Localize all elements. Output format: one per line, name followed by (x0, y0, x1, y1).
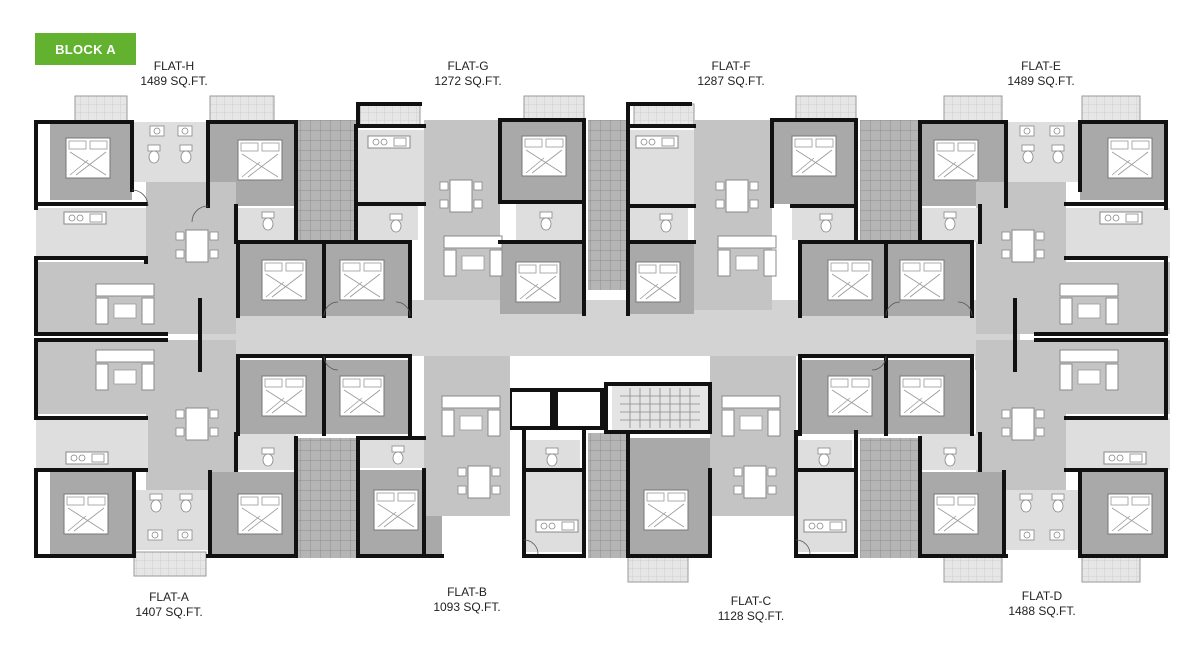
flat-f (628, 95, 857, 314)
shaft-nw (297, 120, 357, 240)
flat-c-area: 1128 SQ.FT. (717, 609, 785, 623)
flat-f-area: 1287 SQ.FT. (697, 74, 765, 88)
flat-d-label: FLAT-D 1488 SQ.FT. (977, 589, 1107, 619)
flat-e-area: 1489 SQ.FT. (1007, 74, 1075, 88)
walls (34, 102, 1168, 558)
flat-c (627, 356, 854, 583)
flat-g-label: FLAT-G 1272 SQ.FT. (403, 59, 533, 89)
flat-d-name: FLAT-D (1021, 589, 1063, 603)
shaft-n-center (588, 120, 626, 290)
flat-b (358, 356, 582, 556)
flat-f-name: FLAT-F (711, 59, 751, 73)
flat-b-area: 1093 SQ.FT. (433, 600, 501, 614)
flat-g-area: 1272 SQ.FT. (434, 74, 502, 88)
block-label-badge: BLOCK A (35, 33, 136, 65)
south-bedrooms-west (238, 360, 410, 434)
flat-g-name: FLAT-G (447, 59, 489, 73)
south-bedrooms-east (800, 360, 972, 434)
lift-1 (508, 388, 554, 430)
flat-f-label: FLAT-F 1287 SQ.FT. (666, 59, 796, 89)
flat-e (920, 95, 1170, 334)
flat-a (36, 340, 296, 577)
flat-a-label: FLAT-A 1407 SQ.FT. (104, 590, 234, 620)
flat-h-label: FLAT-H 1489 SQ.FT. (109, 59, 239, 89)
flat-h-area: 1489 SQ.FT. (140, 74, 208, 88)
flat-g (358, 95, 586, 314)
north-bedrooms-east (800, 242, 972, 316)
lift-2 (554, 388, 604, 430)
flat-h-name: FLAT-H (153, 59, 195, 73)
shaft-s-center (588, 433, 626, 558)
flat-c-label: FLAT-C 1128 SQ.FT. (686, 594, 816, 624)
staircase (612, 385, 708, 431)
shaft-se (860, 438, 920, 558)
flat-e-name: FLAT-E (1021, 59, 1061, 73)
flat-d (920, 340, 1170, 583)
flat-c-name: FLAT-C (730, 594, 772, 608)
flat-a-name: FLAT-A (149, 590, 189, 604)
shaft-ne (860, 120, 920, 240)
flat-b-label: FLAT-B 1093 SQ.FT. (402, 585, 532, 615)
shaft-sw (297, 438, 357, 558)
flat-d-area: 1488 SQ.FT. (1008, 604, 1076, 618)
flat-h (36, 95, 296, 334)
flat-a-area: 1407 SQ.FT. (135, 605, 203, 619)
flat-e-label: FLAT-E 1489 SQ.FT. (976, 59, 1106, 89)
door-swings (131, 189, 973, 555)
north-bedrooms-west (238, 242, 410, 316)
flat-b-name: FLAT-B (447, 585, 487, 599)
